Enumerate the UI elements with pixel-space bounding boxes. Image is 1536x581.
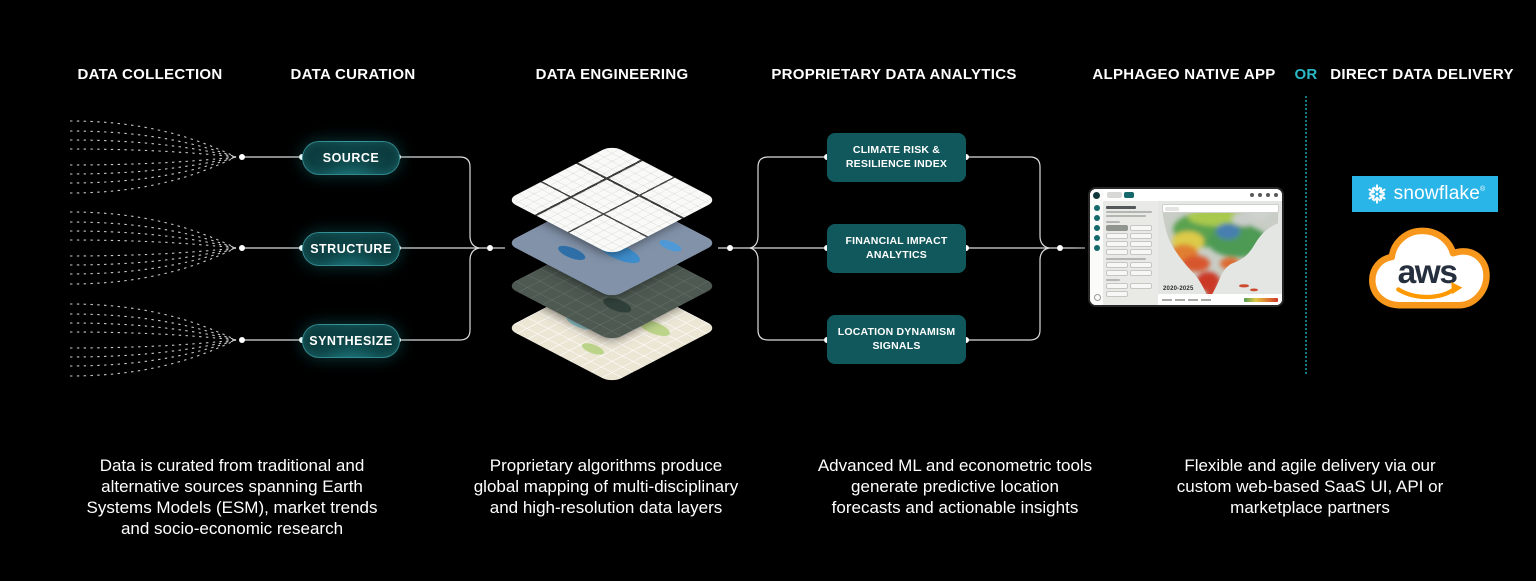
box-climate-risk-resilience-index: CLIMATE RISK & RESILIENCE INDEX [827,133,966,182]
box-line: FINANCIAL IMPACT [845,234,948,247]
search-input [1162,204,1279,213]
pill-synthesize: SYNTHESIZE [302,324,400,358]
box-line: CLIMATE RISK & [852,143,941,156]
pill-source: SOURCE [302,141,400,175]
snowflake-logo: snowflake® [1352,176,1498,212]
box-line: SIGNALS [872,339,921,352]
sidebar-section-label-skeleton [1106,258,1146,260]
box-line: ANALYTICS [866,248,927,261]
snowflake-icon [1368,184,1386,204]
app-logo-icon [1093,192,1100,199]
app-topbar-chip [1107,192,1122,198]
gear-icon [1094,294,1101,301]
legend-tabs [1162,298,1211,301]
snowflake-wordmark: snowflake® [1393,183,1486,204]
box-line: RESILIENCE INDEX [845,157,948,170]
legend-gradient [1244,297,1278,302]
timeline-label: 2020-2025 [1163,286,1194,292]
sidebar-section-label-skeleton [1106,279,1120,281]
sidebar-text-skeleton [1106,211,1152,213]
aws-logo: aws [1369,227,1490,309]
header-alphageo-native-app: ALPHAGEO NATIVE APP [1092,66,1276,83]
box-line: LOCATION DYNAMISM [837,325,956,338]
rail-icon [1093,235,1100,241]
rail-icon [1093,205,1100,211]
search-chip [1165,206,1179,211]
rail-icon [1093,245,1100,251]
or-divider [1305,96,1307,374]
header-data-curation: DATA CURATION [290,66,416,83]
sidebar-filter-buttons [1106,225,1155,255]
sidebar-section-label-skeleton [1106,221,1120,223]
sidebar-filter-buttons [1106,262,1155,276]
box-location-dynamism-signals: LOCATION DYNAMISM SIGNALS [827,315,966,364]
aws-wordmark: aws [1398,254,1458,291]
rail-icon [1093,225,1100,231]
rail-icon [1093,215,1100,221]
app-topbar-chip-accent [1124,192,1134,198]
header-direct-data-delivery: DIRECT DATA DELIVERY [1330,66,1514,83]
aws-smile-arrow [1451,282,1463,295]
box-financial-impact-analytics: FINANCIAL IMPACT ANALYTICS [827,224,966,273]
data-collection-fan-lines [69,120,237,377]
app-map-area: 2020-2025 [1158,201,1282,305]
pill-structure: STRUCTURE [302,232,400,266]
sidebar-filter-buttons [1106,283,1155,297]
map-legend [1158,294,1282,305]
header-data-collection: DATA COLLECTION [77,66,223,83]
header-data-engineering: DATA ENGINEERING [535,66,689,83]
header-or: OR [1294,66,1318,83]
app-screenshot: 2020-2025 [1088,187,1284,307]
app-topbar-icons [1250,193,1278,197]
sidebar-title-skeleton [1106,206,1136,209]
header-proprietary-data-analytics: PROPRIETARY DATA ANALYTICS [771,66,1017,83]
app-sidebar [1103,201,1158,305]
sidebar-text-skeleton [1106,215,1146,217]
aws-smile-icon [1396,286,1458,300]
risk-heatmap [1158,201,1282,305]
app-icon-rail [1090,189,1104,305]
